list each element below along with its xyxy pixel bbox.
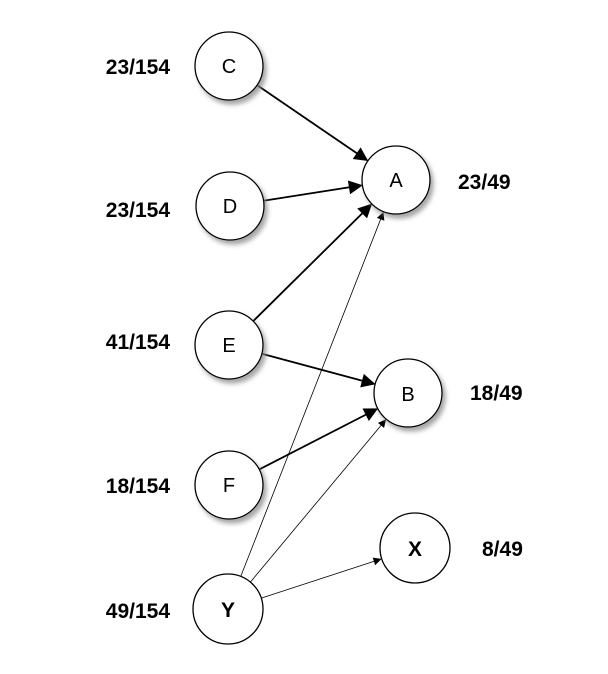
node-d-circle: [195, 171, 265, 241]
node-f: F 18/154: [106, 450, 264, 520]
nodes-layer: C 23/154 D 23/154 E 41/154 F 18/154 Y 49…: [106, 31, 523, 645]
node-e-letter: E: [222, 335, 235, 357]
node-c-value: 23/154: [106, 56, 171, 79]
node-e-value: 41/154: [106, 331, 171, 354]
node-b-value: 18/49: [470, 382, 523, 405]
edge-c-to-a: [256, 84, 369, 162]
edge-e-to-a: [252, 203, 373, 322]
node-d: D 23/154: [106, 171, 265, 241]
node-f-value: 18/154: [106, 475, 171, 498]
node-a-letter: A: [389, 170, 403, 192]
edge-f-to-b: [258, 408, 379, 471]
node-x-value: 8/49: [482, 538, 523, 561]
node-y: Y 49/154: [106, 573, 264, 645]
node-f-circle: [194, 450, 264, 520]
edge-y-to-a: [240, 211, 385, 577]
edge-d-to-a: [263, 180, 363, 202]
node-a-circle: [361, 145, 431, 215]
edge-y-to-b: [250, 419, 387, 583]
node-e: E 41/154: [106, 310, 264, 380]
node-y-letter: Y: [221, 599, 235, 622]
node-f-letter: F: [223, 475, 235, 497]
node-c: C 23/154: [106, 31, 264, 101]
edge-e-to-b: [261, 352, 376, 388]
node-d-value: 23/154: [106, 199, 171, 222]
edges-layer: [240, 84, 387, 599]
node-a: A 23/49: [361, 145, 511, 215]
node-x: X 8/49: [379, 512, 523, 584]
node-y-value: 49/154: [106, 600, 171, 623]
node-c-letter: C: [222, 56, 236, 78]
node-d-letter: D: [223, 196, 237, 218]
node-b-circle: [373, 358, 443, 428]
edge-y-to-x: [261, 557, 382, 599]
node-b-letter: B: [401, 384, 414, 406]
node-e-circle: [194, 310, 264, 380]
node-x-letter: X: [408, 538, 422, 561]
node-x-circle: [379, 512, 451, 584]
node-y-circle: [192, 573, 264, 645]
node-b: B 18/49: [373, 358, 523, 428]
node-a-value: 23/49: [458, 171, 511, 194]
node-c-circle: [194, 31, 264, 101]
